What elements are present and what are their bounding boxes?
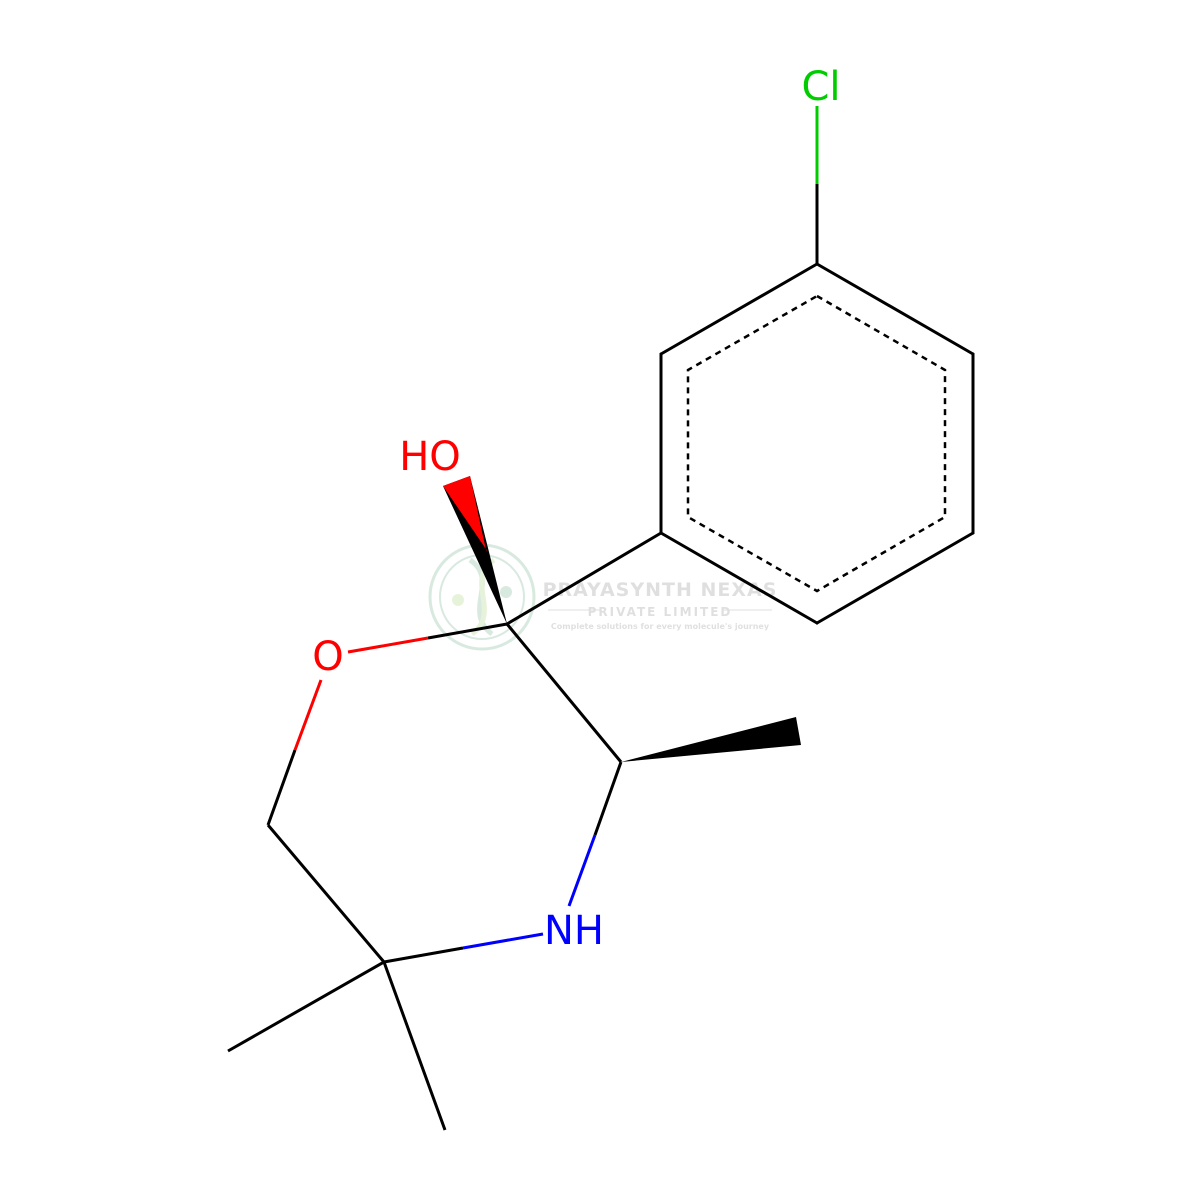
c2-o-bond-o-half: [347, 636, 429, 654]
c5-n-bond-n-half: [462, 932, 544, 950]
watermark-subtitle: PRIVATE LIMITED: [588, 605, 733, 619]
watermark: PRAYASYNTH NEXAS PRIVATE LIMITED Complet…: [428, 543, 778, 651]
c5-methyl-bond-left: [227, 960, 385, 1053]
chlorophenyl-ring: [659, 262, 975, 625]
o-ch2-bond-o-half: [293, 679, 323, 751]
c2-oh-wedge-bond: [443, 476, 507, 624]
c5-methyl-bond-down: [382, 961, 447, 1131]
ring-bond: [815, 262, 975, 356]
n-c3-bond: [593, 761, 623, 836]
watermark-tagline: Complete solutions for every molecule's …: [551, 622, 770, 631]
ring-bond: [815, 531, 975, 625]
c2-o-bond: [427, 622, 508, 640]
hydroxyl-atom-label: HO: [399, 434, 461, 480]
phenyl-c2-bond: [506, 531, 662, 626]
ring-bond: [659, 531, 819, 625]
ring-bond: [659, 262, 819, 356]
ch2-c5-bond: [266, 824, 386, 963]
watermark-title: PRAYASYNTH NEXAS: [543, 579, 778, 601]
chlorine-atom-label: Cl: [801, 64, 840, 110]
o-ch2-bond: [266, 749, 297, 826]
c2-oh-wedge-bond-o-half: [443, 476, 488, 552]
wedge-tip: [481, 550, 507, 624]
c5-n-bond: [383, 946, 464, 964]
aromatic-inner-ring: [686, 294, 947, 593]
ring-oxygen-atom-label: O: [312, 634, 343, 680]
c3-methyl-wedge-bond: [621, 717, 801, 762]
n-c3-bond-n-half: [567, 834, 597, 907]
c3-c2-bond: [505, 623, 623, 763]
ring-nitrogen-atom-label: NH: [544, 908, 604, 954]
